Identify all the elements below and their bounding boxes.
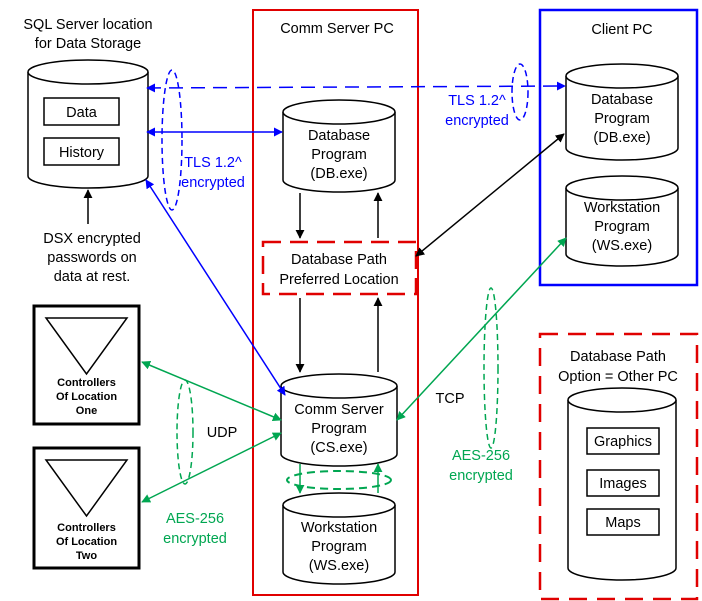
tcp-link-clientws-cs: [396, 237, 567, 421]
option-title-line1: Database Path: [570, 349, 666, 365]
udp-link-ctrl1-cs: [141, 360, 282, 422]
cs-db-label2: Program: [311, 147, 367, 163]
ctrl1-label1: Controllers: [57, 377, 116, 389]
tls-link-sql-csprog: [145, 179, 286, 396]
controller-two-triangle-icon: [44, 459, 129, 518]
history-box: [43, 137, 120, 166]
cl-ws-label3: (WS.exe): [592, 238, 652, 254]
sql-title-line1: SQL Server location: [23, 17, 152, 33]
udp-label: UDP: [207, 425, 238, 441]
aes-left-label1: AES-256: [166, 511, 224, 527]
tls-ring-left: [161, 69, 183, 211]
ctrl2-label1: Controllers: [57, 522, 116, 534]
tls-right-label2: encrypted: [445, 113, 509, 129]
tls-left-label1: TLS 1.2^: [184, 155, 242, 171]
data-box: [43, 97, 120, 126]
cs-ws-label2: Program: [311, 539, 367, 555]
aes-right-label2: encrypted: [449, 468, 513, 484]
tls-ring-right: [511, 63, 529, 121]
link-clientdb-path: [415, 133, 565, 257]
cs-workstation-program-cylinder: [282, 492, 396, 585]
images-box: [586, 469, 660, 497]
sql-title-line2: for Data Storage: [35, 36, 141, 52]
tls-dashed-link-sql-client: [146, 81, 566, 93]
maps-label: Maps: [605, 515, 640, 531]
udp-link-ctrl2-cs: [141, 432, 282, 503]
ctrl2-label2: Of Location: [56, 536, 117, 548]
maps-box: [586, 508, 660, 536]
cs-database-program-cylinder: [282, 99, 396, 193]
option-title-line2: Option = Other PC: [558, 369, 678, 385]
cs-prog-label2: Program: [311, 421, 367, 437]
tls-left-label2: encrypted: [181, 175, 245, 191]
path-label2: Preferred Location: [279, 272, 398, 288]
cl-db-label1: Database: [591, 92, 653, 108]
client-pc-title: Client PC: [591, 22, 652, 38]
tls-right-label1: TLS 1.2^: [448, 93, 506, 109]
aes-encryption-ring-cs-ws: [286, 470, 392, 490]
images-label: Images: [599, 476, 647, 492]
cl-db-label2: Program: [594, 111, 650, 127]
aes-ring-tcp: [483, 287, 499, 449]
ctrl1-label3: One: [76, 405, 97, 417]
other-pc-option-box: [538, 332, 699, 601]
ctrl1-label2: Of Location: [56, 391, 117, 403]
path-label1: Database Path: [291, 252, 387, 268]
graphics-box: [586, 427, 660, 455]
cs-prog-label1: Comm Server: [294, 402, 384, 418]
database-path-preferred-box: [261, 240, 418, 296]
history-box-label: History: [59, 145, 105, 161]
cs-db-label1: Database: [308, 128, 370, 144]
aes-ring-udp: [176, 379, 194, 485]
client-database-program-cylinder: [565, 63, 679, 161]
ctrl2-label3: Two: [76, 550, 97, 562]
cs-prog-label3: (CS.exe): [310, 440, 367, 456]
tcp-label: TCP: [436, 391, 465, 407]
cs-ws-label1: Workstation: [301, 520, 377, 536]
dsx-note-line3: data at rest.: [54, 269, 131, 285]
cs-db-label3: (DB.exe): [310, 166, 367, 182]
controller-one-triangle-icon: [44, 317, 129, 376]
cl-db-label3: (DB.exe): [593, 130, 650, 146]
aes-left-label2: encrypted: [163, 531, 227, 547]
comm-server-pc-title: Comm Server PC: [280, 21, 394, 37]
aes-right-label1: AES-256: [452, 448, 510, 464]
graphics-label: Graphics: [594, 434, 652, 450]
cl-ws-label2: Program: [594, 219, 650, 235]
client-workstation-program-cylinder: [565, 175, 679, 267]
dsx-note-line1: DSX encrypted: [43, 231, 141, 247]
dsx-note-line2: passwords on: [47, 250, 136, 266]
cs-ws-label3: (WS.exe): [309, 558, 369, 574]
data-box-label: Data: [66, 105, 98, 121]
cl-ws-label1: Workstation: [584, 200, 660, 216]
comm-server-program-cylinder: [280, 373, 398, 467]
